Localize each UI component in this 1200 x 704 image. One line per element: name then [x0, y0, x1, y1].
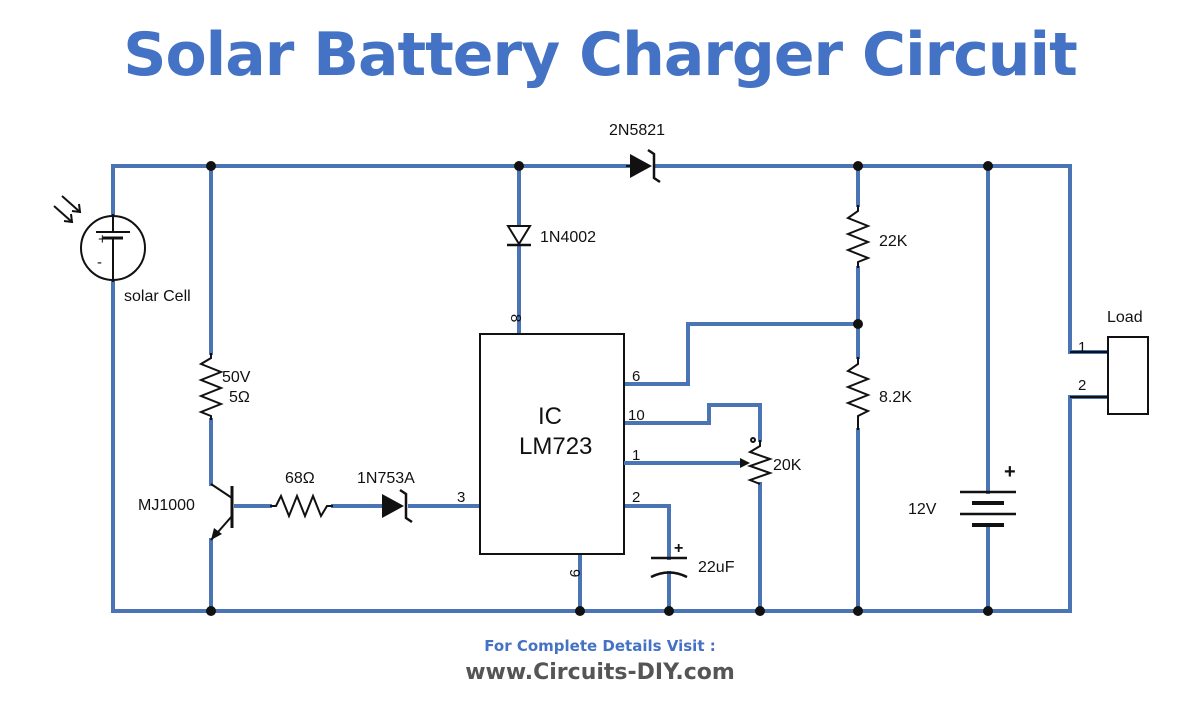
solar-cell	[53, 195, 146, 282]
resistor-68	[270, 493, 333, 519]
wire-pin2	[622, 504, 671, 613]
wires	[111, 164, 1110, 613]
resistor-68-label: 68Ω	[285, 470, 315, 487]
ic-pin-3: 3	[457, 489, 465, 506]
resistor-50v-label-line1: 50V	[222, 369, 251, 386]
battery-label: 12V	[908, 501, 937, 518]
ic-pin-1: 1	[632, 447, 640, 464]
light-arrow-icon	[53, 205, 73, 223]
junction-dot	[206, 161, 216, 171]
resistor-8-2k-label: 8.2K	[879, 389, 912, 406]
diode-2n5821	[626, 148, 661, 184]
resistor-22k-label: 22K	[879, 233, 908, 250]
load-pin-2: 2	[1078, 377, 1086, 394]
ic-lm723	[479, 333, 625, 555]
junctions	[206, 161, 993, 616]
ic-pin-8: 8	[507, 314, 524, 322]
capacitor-label: 22uF	[698, 559, 735, 576]
resistor-50v	[198, 353, 224, 420]
diode-1n4002	[506, 225, 532, 247]
junction-dot	[575, 606, 585, 616]
solar-minus-label: -	[97, 254, 102, 271]
load-connector	[1070, 336, 1149, 415]
transistor-label: MJ1000	[138, 497, 195, 514]
junction-dot	[853, 606, 863, 616]
capacitor-plus-label: +	[674, 540, 683, 557]
potentiometer-20k	[624, 437, 774, 485]
zener-1n753a	[382, 488, 413, 524]
footer-website-link[interactable]: www.Circuits-DIY.com	[465, 660, 735, 685]
load-pin-1: 1	[1078, 339, 1086, 356]
wire-pin10	[622, 403, 762, 442]
junction-dot	[514, 161, 524, 171]
junction-dot	[983, 161, 993, 171]
resistor-22k	[845, 205, 871, 268]
battery-12v	[960, 490, 1016, 527]
ic-label-line1: IC	[538, 403, 562, 430]
transistor-mj1000	[210, 483, 234, 541]
junction-dot	[853, 319, 863, 329]
ic-pin-2: 2	[632, 489, 640, 506]
labels: + - solar Cell 2N5821 1N4002 50V 5Ω MJ10…	[97, 122, 1143, 577]
zener-label: 1N753A	[357, 470, 415, 487]
diagram-title: Solar Battery Charger Circuit	[123, 20, 1078, 90]
battery-plus-label: +	[1004, 461, 1016, 483]
ic-pin-10: 10	[628, 407, 645, 424]
junction-dot	[755, 606, 765, 616]
solar-cell-label: solar Cell	[124, 288, 191, 305]
junction-dot	[664, 606, 674, 616]
pot-label: 20K	[773, 457, 802, 474]
ic-pin-6: 6	[632, 368, 640, 385]
junction-dot	[983, 606, 993, 616]
resistor-50v-label-line2: 5Ω	[229, 389, 250, 406]
components	[53, 148, 1149, 579]
solar-plus-label: +	[98, 231, 107, 248]
load-label: Load	[1107, 309, 1143, 326]
capacitor-22uf	[650, 556, 688, 579]
diode-1n4002-label: 1N4002	[540, 229, 596, 246]
diode-2n5821-label: 2N5821	[609, 122, 665, 139]
footer-visit-text: For Complete Details Visit :	[484, 637, 716, 655]
ic-pin-9: 9	[566, 569, 583, 577]
resistor-8-2k	[845, 357, 871, 430]
wire-pin6	[622, 322, 860, 386]
light-arrow-icon	[61, 195, 81, 213]
junction-dot	[206, 606, 216, 616]
ic-label-line2: LM723	[519, 433, 592, 460]
junction-dot	[853, 161, 863, 171]
